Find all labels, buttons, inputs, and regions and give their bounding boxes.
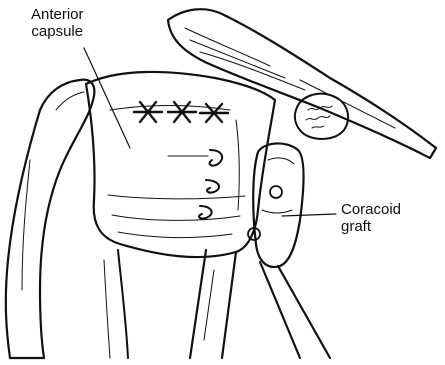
leader-anterior-capsule	[84, 48, 130, 148]
label-anterior-capsule-line2: capsule	[31, 23, 84, 40]
coracoid-graft	[248, 143, 304, 267]
anterior-capsule	[86, 72, 275, 257]
label-coracoid-graft-line2: graft	[341, 218, 401, 235]
label-anterior-capsule-line1: Anterior	[31, 6, 84, 23]
acromion	[168, 9, 436, 158]
screw-hole	[270, 186, 282, 198]
label-coracoid-graft: Coracoid graft	[341, 201, 401, 235]
retractor	[190, 250, 330, 358]
sutures	[134, 102, 228, 122]
leader-coracoid-graft	[282, 214, 336, 216]
label-coracoid-graft-line1: Coracoid	[341, 201, 401, 218]
suture-loops	[199, 150, 222, 219]
label-anterior-capsule: Anterior capsule	[31, 6, 84, 40]
humerus	[6, 80, 128, 358]
